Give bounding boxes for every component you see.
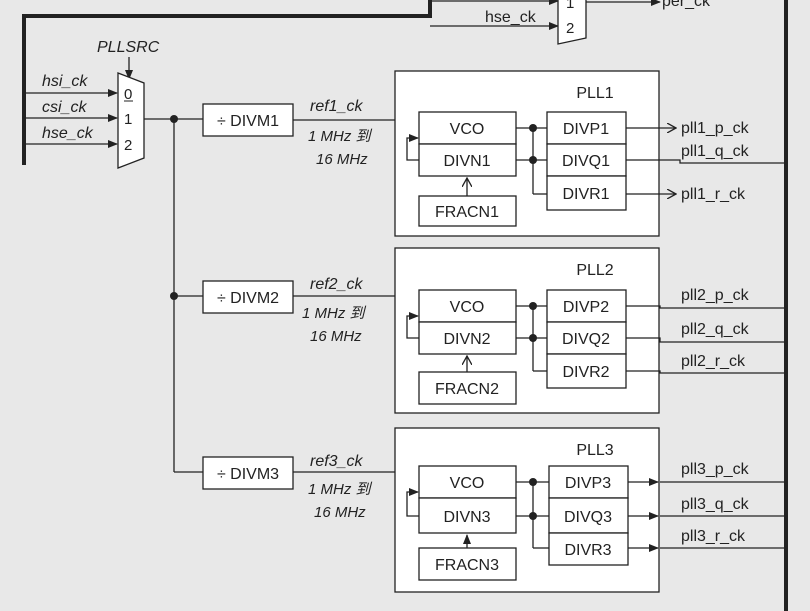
divp2-label: DIVP2 <box>563 299 609 316</box>
divn1-box <box>418 143 517 177</box>
divq1-box <box>546 143 627 177</box>
ref3-range-2: 16 MHz <box>314 504 366 521</box>
divq1-label: DIVQ1 <box>562 153 610 170</box>
fracn1-label: FRACN1 <box>435 204 499 221</box>
distribution-wires <box>144 115 203 473</box>
ref2-range-1: 1 MHz 到 <box>302 305 367 322</box>
pll2-r-output: pll2_r_ck <box>681 353 746 370</box>
ref2-range-2: 16 MHz <box>310 328 362 345</box>
hse-ck-top-label: hse_ck <box>485 9 537 26</box>
vco2-label: VCO <box>450 299 485 316</box>
ref3-range-1: 1 MHz 到 <box>308 481 373 498</box>
divn3-label: DIVN3 <box>443 509 490 526</box>
pll-channel-3: ÷ DIVM3 ref3_ck 1 MHz 到 16 MHz PLL3 VCO … <box>202 427 786 593</box>
divq2-box <box>546 321 627 355</box>
divp1-label: DIVP1 <box>563 121 609 138</box>
ref2-label: ref2_ck <box>310 276 363 293</box>
divr3-label: DIVR3 <box>564 542 611 559</box>
pll1-q-output: pll1_q_ck <box>681 143 750 160</box>
divn2-label: DIVN2 <box>443 331 490 348</box>
ref1-label: ref1_ck <box>310 98 363 115</box>
vco3-box <box>418 465 517 499</box>
mux-input-hse: hse_ck <box>42 125 94 142</box>
divm1-label: ÷ DIVM1 <box>217 113 279 130</box>
pll1-title: PLL1 <box>576 85 613 102</box>
divr3-box <box>548 532 629 566</box>
pll2-p-output: pll2_p_ck <box>681 287 750 304</box>
pll1-p-output: pll1_p_ck <box>681 120 750 137</box>
top-mux-input-2: 2 <box>566 20 574 37</box>
divm3-box <box>202 456 294 490</box>
pll-channel-2: ÷ DIVM2 ref2_ck 1 MHz 到 16 MHz PLL2 VCO … <box>202 247 786 414</box>
divn1-label: DIVN1 <box>443 153 490 170</box>
pll1-r-output: pll1_r_ck <box>681 186 746 203</box>
ref3-label: ref3_ck <box>310 453 363 470</box>
pllsrc-label: PLLSRC <box>97 39 160 56</box>
fracn2-box <box>418 371 517 405</box>
ref1-range-2: 16 MHz <box>316 151 368 168</box>
divm1-box <box>202 103 294 137</box>
vco1-label: VCO <box>450 121 485 138</box>
divn2-box <box>418 321 517 355</box>
mux-sel-1: 1 <box>124 111 132 128</box>
divr2-label: DIVR2 <box>562 364 609 381</box>
pllsrc-mux: PLLSRC 0 1 2 hsi_ck csi_ck hse_ck <box>24 39 160 169</box>
pll3-p-output: pll3_p_ck <box>681 461 750 478</box>
mux-input-hsi: hsi_ck <box>42 73 88 90</box>
divm2-label: ÷ DIVM2 <box>217 290 279 307</box>
pll2-title: PLL2 <box>576 262 613 279</box>
pll3-q-output: pll3_q_ck <box>681 496 750 513</box>
divm3-label: ÷ DIVM3 <box>217 466 279 483</box>
divq2-label: DIVQ2 <box>562 331 610 348</box>
vco2-box <box>418 289 517 323</box>
pll-channel-1: ÷ DIVM1 ref1_ck 1 MHz 到 16 MHz PLL1 VCO … <box>202 70 786 237</box>
mux-sel-2: 2 <box>124 137 132 154</box>
fracn1-box <box>418 195 517 227</box>
divm2-box <box>202 280 294 314</box>
fracn3-label: FRACN3 <box>435 557 499 574</box>
vco3-label: VCO <box>450 475 485 492</box>
divr1-box <box>546 175 627 211</box>
top-mux-input-1: 1 <box>566 0 574 12</box>
pll3-title: PLL3 <box>576 442 613 459</box>
top-partial-mux: 1 2 per_ck hse_ck <box>22 0 711 165</box>
divr1-label: DIVR1 <box>562 186 609 203</box>
divq3-label: DIVQ3 <box>564 509 612 526</box>
mux-input-csi: csi_ck <box>42 99 87 116</box>
fracn2-label: FRACN2 <box>435 381 499 398</box>
pll3-r-output: pll3_r_ck <box>681 528 746 545</box>
ref1-range-1: 1 MHz 到 <box>308 128 373 145</box>
divp1-box <box>546 111 627 145</box>
per-ck-label: per_ck <box>662 0 711 10</box>
mux-sel-0: 0 <box>124 86 132 103</box>
pll2-q-output: pll2_q_ck <box>681 321 750 338</box>
divp3-label: DIVP3 <box>565 475 611 492</box>
